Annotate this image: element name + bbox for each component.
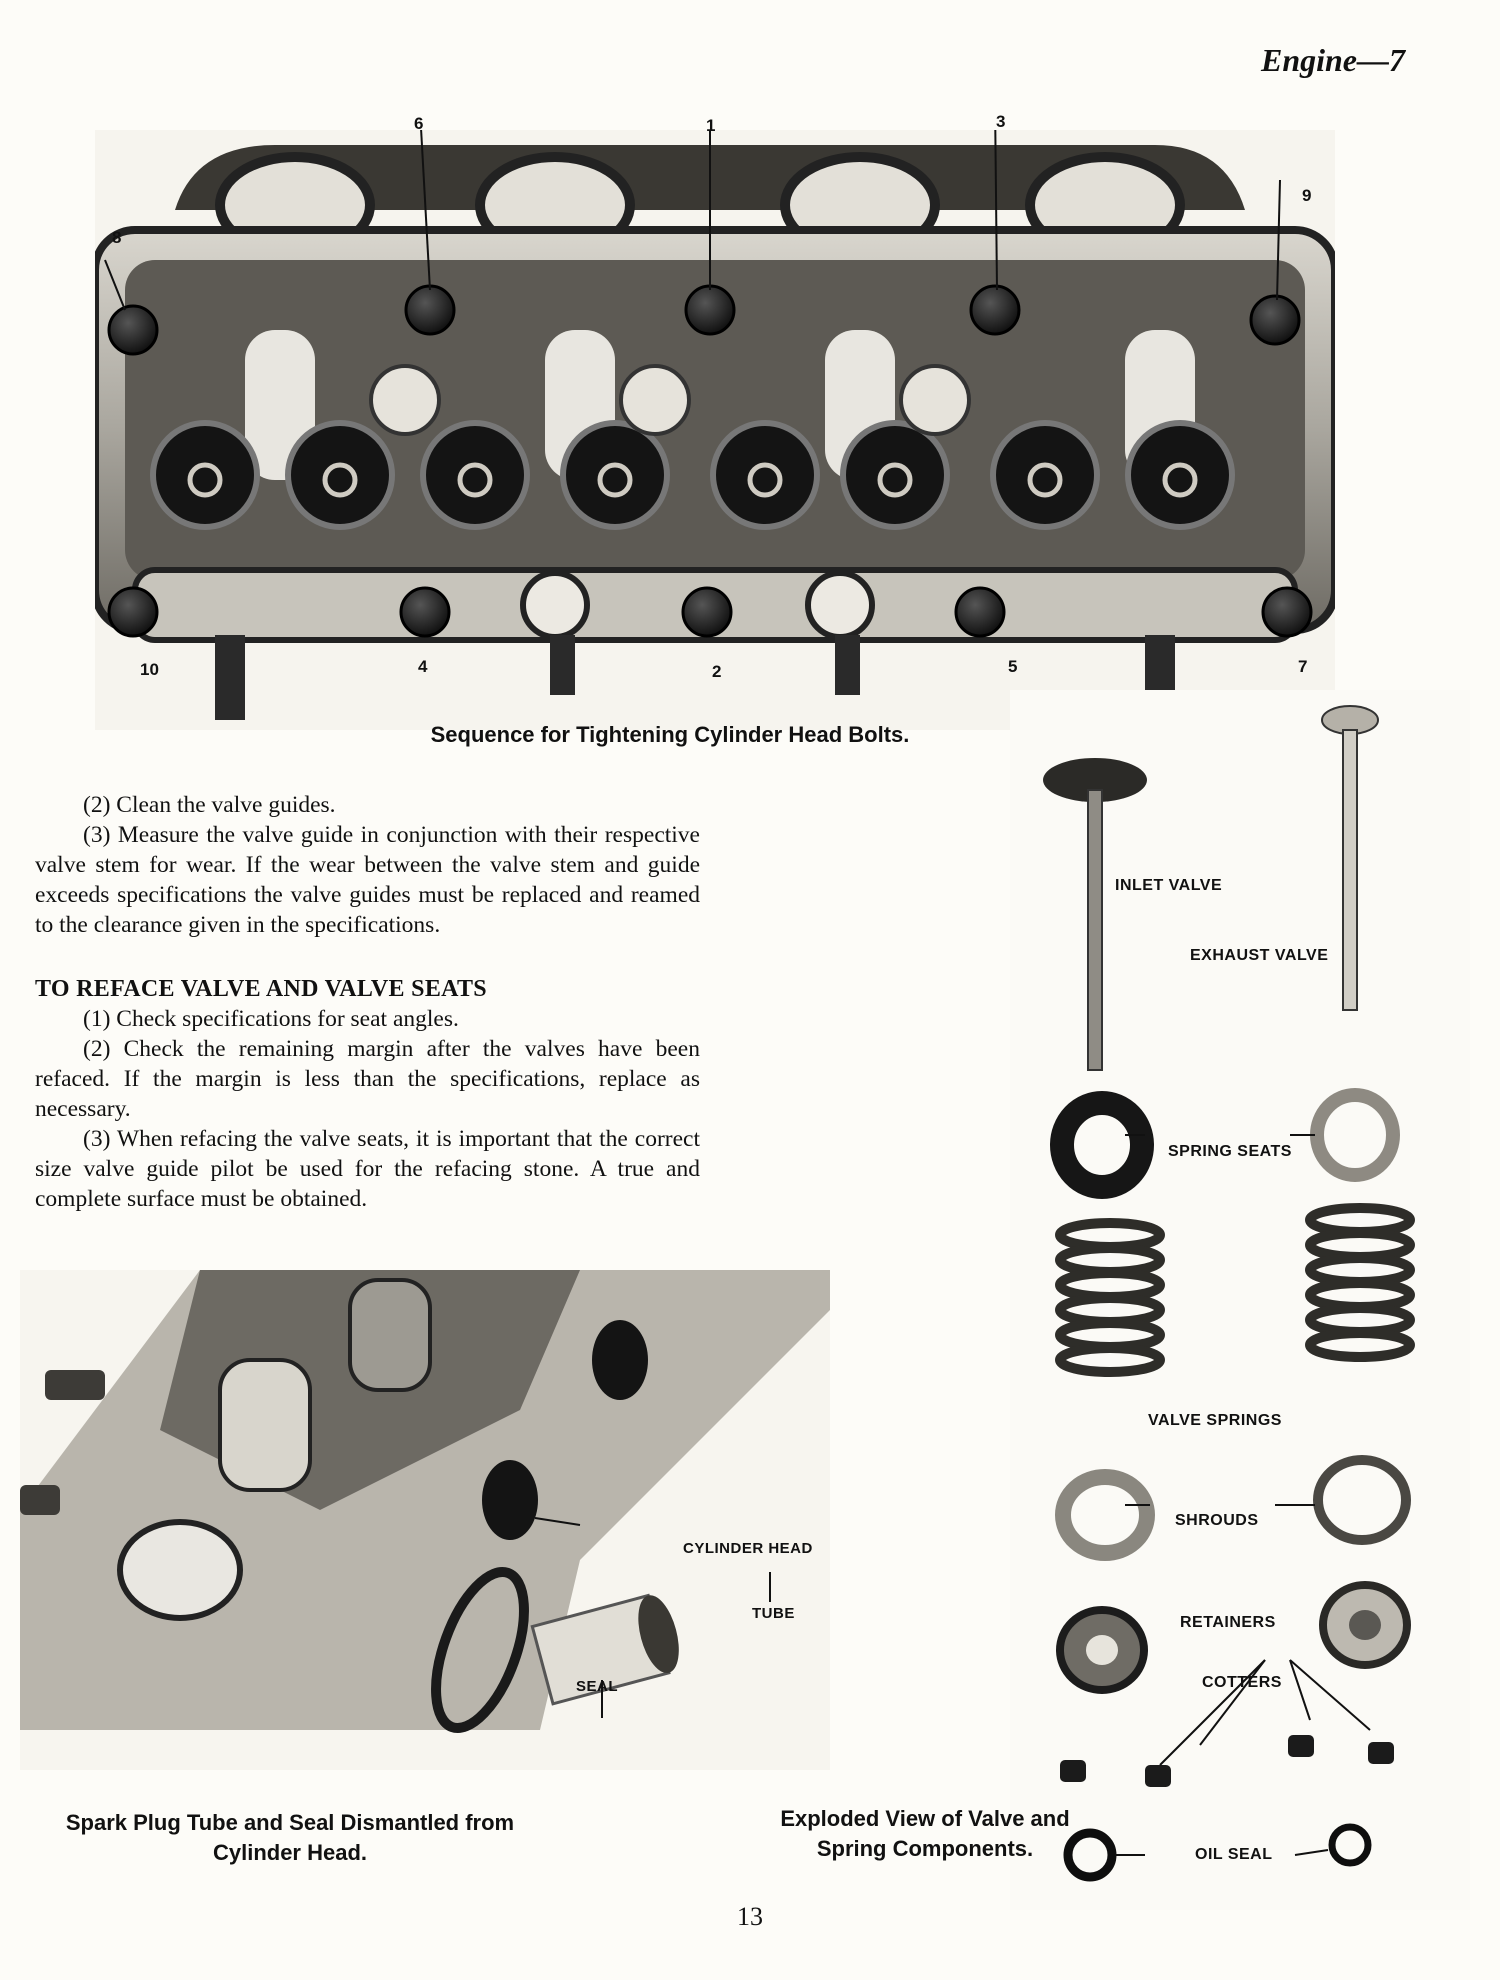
label-shrouds: SHROUDS [1175,1512,1259,1529]
figure-caption-spark-plug-tube: Spark Plug Tube and Seal Dismantled from… [30,1808,550,1868]
bolt-number-5: 5 [1008,657,1018,676]
figure-caption-valve-components: Exploded View of Valve and Spring Compon… [745,1804,1105,1864]
bolt-number-3: 3 [996,112,1006,131]
bolt-number-7: 7 [1298,657,1308,676]
label-spring-seats: SPRING SEATS [1168,1143,1292,1160]
label-retainers: RETAINERS [1180,1614,1276,1631]
figure-caption-bolt-sequence: Sequence for Tightening Cylinder Head Bo… [430,722,910,747]
paragraph-margin: (2) Check the remaining margin after the… [35,1036,700,1122]
paragraph-refacing-pilot: (3) When refacing the valve seats, it is… [35,1126,700,1212]
page-number: 13 [737,1902,763,1931]
label-cotters: COTTERS [1202,1674,1282,1691]
valve-components-photo [1010,690,1470,1910]
spark-plug-tube-photo [20,1270,830,1770]
label-seal: SEAL [576,1678,619,1695]
label-tube: TUBE [752,1605,795,1622]
paragraph-seat-angles: (1) Check specifications for seat angles… [83,1006,459,1032]
label-exhaust-valve: EXHAUST VALVE [1190,947,1329,964]
caption-line-1: Spark Plug Tube and Seal Dismantled from [65,1810,515,1835]
label-oil-seal: OIL SEAL [1195,1846,1273,1863]
caption-line-2: Spring Components. [816,1836,1034,1861]
bolt-number-2: 2 [712,662,722,681]
paragraph-measure-guide: (3) Measure the valve guide in conjuncti… [35,822,700,938]
label-valve-springs: VALVE SPRINGS [1148,1412,1282,1429]
bolt-number-10: 10 [140,660,159,679]
bolt-number-4: 4 [418,657,428,676]
body-text: (2) Clean the valve guides. (3) Measure … [35,790,700,1214]
caption-line-1: Exploded View of Valve and [780,1806,1070,1831]
spark-plug-tube-illustration [20,1270,830,1770]
page-header: Engine—7 [1260,42,1405,78]
label-inlet-valve: INLET VALVE [1115,877,1223,894]
valve-components-illustration [1010,690,1470,1910]
section-heading-reface: TO REFACE VALVE AND VALVE SEATS [35,976,487,1002]
bolt-number-1: 1 [706,116,716,135]
paragraph-clean-guides: (2) Clean the valve guides. [83,792,336,818]
bolt-number-9: 9 [1302,186,1312,205]
label-cylinder-head: CYLINDER HEAD [683,1540,813,1557]
cylinder-head-photo [95,130,1335,730]
caption-line-2: Cylinder Head. [212,1840,368,1865]
bolt-number-8: 8 [112,228,122,247]
bolt-number-6: 6 [414,114,424,133]
cylinder-head-illustration [95,130,1335,730]
